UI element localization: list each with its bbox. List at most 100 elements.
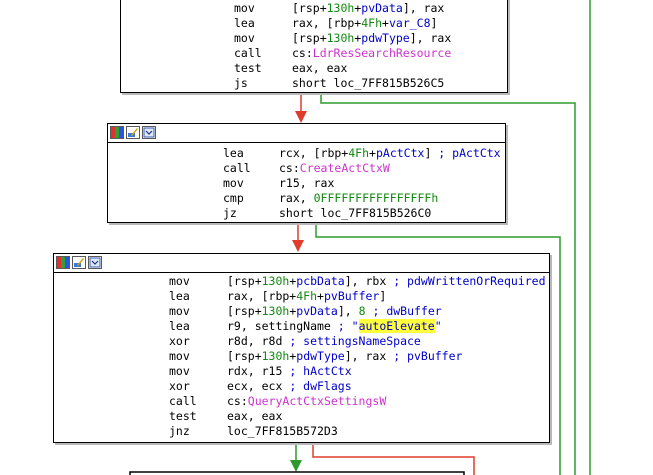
asm-token-plain: [rsp+	[227, 349, 262, 363]
asm-line[interactable]: mov[rsp+130h+pdwType], rax	[121, 31, 507, 46]
asm-operand: [rsp+130h+pcbData], rbx ; pdwWrittenOrRe…	[227, 274, 546, 289]
asm-token-plain: cs:	[227, 394, 248, 408]
asm-token-plain: +	[317, 289, 324, 303]
asm-line[interactable]: test eax, eax	[54, 409, 549, 424]
asm-token-plain: +	[289, 304, 297, 318]
graph-layout-icon[interactable]	[88, 256, 102, 269]
asm-token-cmt: ; settingsNameSpace	[289, 334, 421, 348]
asm-mnemonic: mov	[169, 349, 190, 363]
asm-mnemonic: js	[234, 76, 248, 90]
asm-token-plain: r9, settingName	[227, 319, 338, 333]
asm-token-var[interactable]: pcbData	[296, 274, 345, 288]
asm-token-var[interactable]: pvData	[296, 304, 338, 318]
asm-operand: [rsp+130h+pvData], rax	[292, 1, 444, 16]
asm-line[interactable]: mov [rsp+130h+pcbData], rbx ; pdwWrittenO…	[54, 274, 549, 289]
asm-token-plain: r8d, r8d	[227, 334, 290, 348]
asm-mnemonic: mov	[169, 304, 190, 318]
asm-token-plain: ]	[379, 289, 387, 303]
asm-token-plain: ], rax	[344, 349, 394, 363]
asm-token-plain: cs:	[279, 161, 300, 175]
code-block-2-titlebar	[108, 124, 505, 143]
color-palette-icon[interactable]	[56, 256, 70, 269]
asm-token-plain: r15, rax	[279, 176, 335, 190]
graph-layout-icon[interactable]	[142, 126, 156, 139]
asm-token-plain: loc_7FF815B572D3	[227, 424, 338, 438]
asm-token-plain: [rsp+	[227, 304, 262, 318]
asm-token-var[interactable]: pActCtx	[375, 146, 425, 160]
asm-operand: ecx, ecx ; dwFlags	[227, 379, 352, 394]
asm-mnemonic: call	[234, 46, 262, 60]
asm-token-cmt: ; pvBuffer	[393, 349, 463, 363]
asm-token-cmt: ; pActCtx	[438, 146, 501, 160]
asm-token-var[interactable]: pdwType	[296, 349, 345, 363]
asm-token-var[interactable]: pvBuffer	[323, 289, 380, 303]
asm-token-plain: rax,	[279, 191, 314, 205]
asm-mnemonic: test	[169, 409, 197, 423]
asm-operand: rax, 0FFFFFFFFFFFFFFFFh	[279, 191, 438, 206]
edit-node-icon[interactable]	[126, 126, 140, 139]
asm-token-plain: short loc_7FF815B526C5	[292, 76, 445, 90]
asm-token-plain: ]	[424, 146, 439, 160]
asm-token-plain: [rsp+	[292, 31, 327, 45]
asm-token-api[interactable]: CreateActCtxW	[299, 161, 390, 175]
color-palette-icon[interactable]	[110, 126, 124, 139]
asm-line[interactable]: mov[rsp+130h+pvData], rax	[121, 1, 507, 16]
asm-operand: r9, settingName ; "autoElevate"	[227, 319, 442, 334]
asm-token-num: 8	[358, 304, 366, 318]
asm-line[interactable]: lea rax, [rbp+4Fh+var_C8]	[121, 16, 507, 31]
asm-mnemonic: lea	[169, 319, 190, 333]
asm-token-plain: rdx, r15	[227, 364, 290, 378]
asm-line[interactable]: xor r8d, r8d ; settingsNameSpace	[54, 334, 549, 349]
asm-operand: rax, [rbp+4Fh+var_C8]	[292, 16, 437, 31]
asm-token-plain: +	[289, 349, 297, 363]
asm-token-num: 0FFFFFFFFFFFFFFFFh	[313, 191, 439, 205]
asm-token-cmt: ; "	[337, 319, 359, 333]
asm-operand: rax, [rbp+4Fh+pvBuffer]	[227, 289, 386, 304]
asm-token-var[interactable]: pdwType	[361, 31, 410, 45]
code-block-3-titlebar	[54, 254, 549, 273]
asm-operand: short loc_7FF815B526C5	[292, 76, 444, 91]
asm-line[interactable]: js short loc_7FF815B526C5	[121, 76, 507, 91]
asm-token-num: 130h	[261, 349, 290, 363]
next-block-edge	[129, 471, 465, 475]
asm-token-plain: [rsp+	[292, 1, 327, 15]
asm-operand: [rsp+130h+pvData], 8 ; dwBuffer	[227, 304, 442, 319]
asm-line[interactable]: lea r9, settingName ; "autoElevate"	[54, 319, 549, 334]
asm-operand: rdx, r15 ; hActCtx	[227, 364, 352, 379]
asm-operand: eax, eax	[227, 409, 282, 424]
asm-mnemonic: mov	[169, 274, 190, 288]
asm-token-cmt: "	[434, 319, 442, 333]
code-block-3[interactable]: mov [rsp+130h+pcbData], rbx ; pdwWrittenO…	[53, 253, 550, 443]
asm-token-cmt: ; pdwWrittenOrRequired	[393, 274, 546, 288]
asm-token-api[interactable]: QueryActCtxSettingsW	[247, 394, 387, 408]
asm-mnemonic: xor	[169, 334, 190, 348]
asm-token-var[interactable]: pvData	[361, 1, 403, 15]
asm-line[interactable]: mov [rsp+130h+pdwType], rax ; pvBuffer	[54, 349, 549, 364]
asm-mnemonic: lea	[234, 16, 255, 30]
asm-token-api[interactable]: LdrResSearchResource	[312, 46, 452, 60]
edit-node-icon[interactable]	[72, 256, 86, 269]
asm-token-num: 4Fh	[361, 16, 383, 30]
asm-token-num: 130h	[261, 304, 290, 318]
asm-line[interactable]: mov [rsp+130h+pvData], 8 ; dwBuffer	[54, 304, 549, 319]
asm-token-plain: rax, [rbp+	[227, 289, 297, 303]
asm-operand: r15, rax	[279, 176, 334, 191]
asm-mnemonic: jz	[223, 206, 237, 220]
asm-token-var[interactable]: var_C8	[388, 16, 431, 30]
asm-token-cmt: ; dwFlags	[289, 379, 352, 393]
asm-mnemonic: mov	[234, 31, 255, 45]
